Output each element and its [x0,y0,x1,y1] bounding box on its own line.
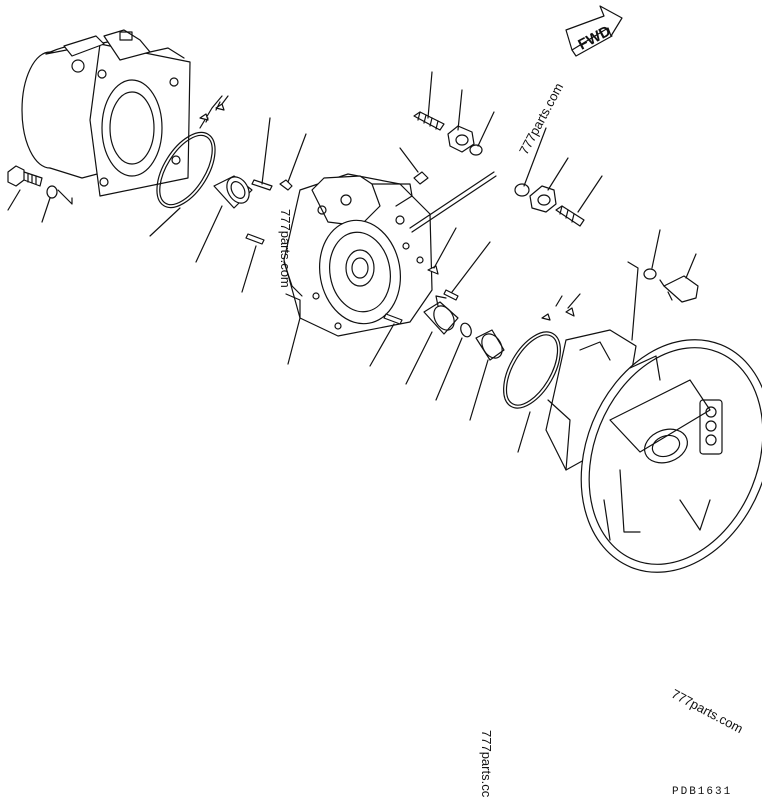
center-small-parts [427,227,491,301]
bearing-left [195,175,253,263]
nut-top [447,89,475,153]
washer-rear [46,185,58,199]
leader-line-front [627,261,639,341]
o-ring-large-rear [156,131,216,209]
dowel-pin-center [369,313,403,367]
bolt-front [659,253,699,303]
stud-bolt-right [555,175,603,227]
center-pump-body [283,173,433,365]
nut-right [529,157,569,213]
drawing-code: PDB1631 [672,786,733,798]
washer-top [469,111,495,156]
bearing-right [469,329,505,421]
small-plug-pair-right [541,293,581,321]
rear-pump-housing [21,29,191,197]
fwd-direction-arrow: FWD [565,5,623,57]
washer-right [514,127,547,197]
bearing-center [405,295,459,385]
stud-bolt-top [413,71,445,131]
watermark-4: 777parts.cc [479,730,494,798]
washer-front [643,229,661,280]
dowel-pins [241,117,307,293]
front-housing-flange [545,329,762,573]
watermark-2: 777parts.com [278,209,293,288]
small-plug-pair [199,103,225,121]
bolt-rear [7,165,43,187]
snap-ring [435,322,472,401]
o-ring-large-front [503,331,561,453]
small-plug-top [399,147,429,185]
rod [409,171,497,233]
